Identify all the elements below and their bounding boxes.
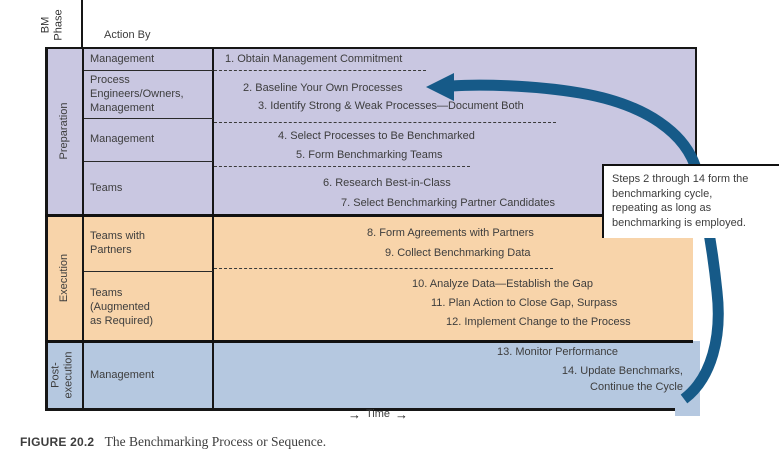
step-11: 11. Plan Action to Close Gap, Surpass	[431, 297, 618, 309]
step-7: 7. Select Benchmarking Partner Candidate…	[341, 197, 556, 209]
step-12: 12. Implement Change to the Process	[446, 316, 631, 328]
time-axis-label: Time	[365, 408, 391, 420]
step-8: 8. Form Agreements with Partners	[367, 227, 534, 239]
step-14: 14. Update Benchmarks, Continue the Cycl…	[561, 365, 683, 393]
action-by-header: Action By	[104, 29, 151, 41]
step-3: 3. Identify Strong & Weak Processes—Docu…	[258, 100, 524, 112]
figure-caption: FIGURE 20.2 The Benchmarking Process or …	[20, 434, 326, 450]
bm-phase-axis-label: BM Phase	[39, 9, 65, 41]
figure-caption-label: FIGURE 20.2	[20, 435, 95, 449]
step-5: 5. Form Benchmarking Teams	[296, 149, 443, 161]
action-row-label: Teams with Partners	[90, 230, 146, 256]
table-left-border	[45, 48, 48, 410]
table-top-border	[45, 46, 697, 49]
figure-caption-title: The Benchmarking Process or Sequence.	[104, 434, 327, 449]
action-row-label: Management	[90, 369, 155, 381]
phase-column-divider	[82, 48, 84, 408]
action-row-separator	[83, 118, 213, 120]
phase-label-post-execution: Post- execution	[49, 351, 75, 399]
step-group-dashed-separator	[214, 122, 556, 123]
step-6: 6. Research Best-in-Class	[323, 177, 451, 189]
step-2: 2. Baseline Your Own Processes	[243, 82, 403, 94]
execution-postexecution-boundary	[45, 339, 693, 343]
table-bottom-border	[45, 408, 675, 411]
step-1: 1. Obtain Management Commitment	[225, 53, 403, 65]
action-row-separator	[83, 70, 213, 72]
phase-label-execution: Execution	[57, 253, 70, 303]
action-row-label: Management	[90, 53, 155, 65]
header-divider-line	[81, 0, 83, 48]
step-group-dashed-separator	[214, 70, 426, 71]
action-row-label: Management	[90, 133, 155, 145]
step-13: 13. Monitor Performance	[497, 346, 619, 358]
action-row-label: Teams	[90, 182, 123, 194]
cycle-callout: Steps 2 through 14 form the benchmarking…	[602, 164, 779, 238]
action-row-label: Process Engineers/Owners, Management	[90, 74, 184, 114]
post-execution-block-overhang	[675, 410, 700, 416]
phase-label-preparation: Preparation	[57, 102, 70, 160]
time-axis: → Time →	[328, 406, 428, 422]
step-group-dashed-separator	[214, 166, 470, 167]
action-row-label: Teams (Augmented as Required)	[90, 287, 153, 327]
action-row-separator	[83, 271, 213, 273]
time-arrow-icon: →	[347, 406, 361, 422]
step-9: 9. Collect Benchmarking Data	[385, 247, 531, 259]
action-column-divider	[212, 48, 214, 408]
time-arrow-icon: →	[395, 406, 409, 422]
preparation-execution-boundary	[45, 213, 697, 217]
action-row-separator	[83, 161, 213, 163]
step-10: 10. Analyze Data—Establish the Gap	[412, 278, 593, 290]
step-group-dashed-separator	[214, 268, 553, 269]
step-4: 4. Select Processes to Be Benchmarked	[278, 130, 475, 142]
